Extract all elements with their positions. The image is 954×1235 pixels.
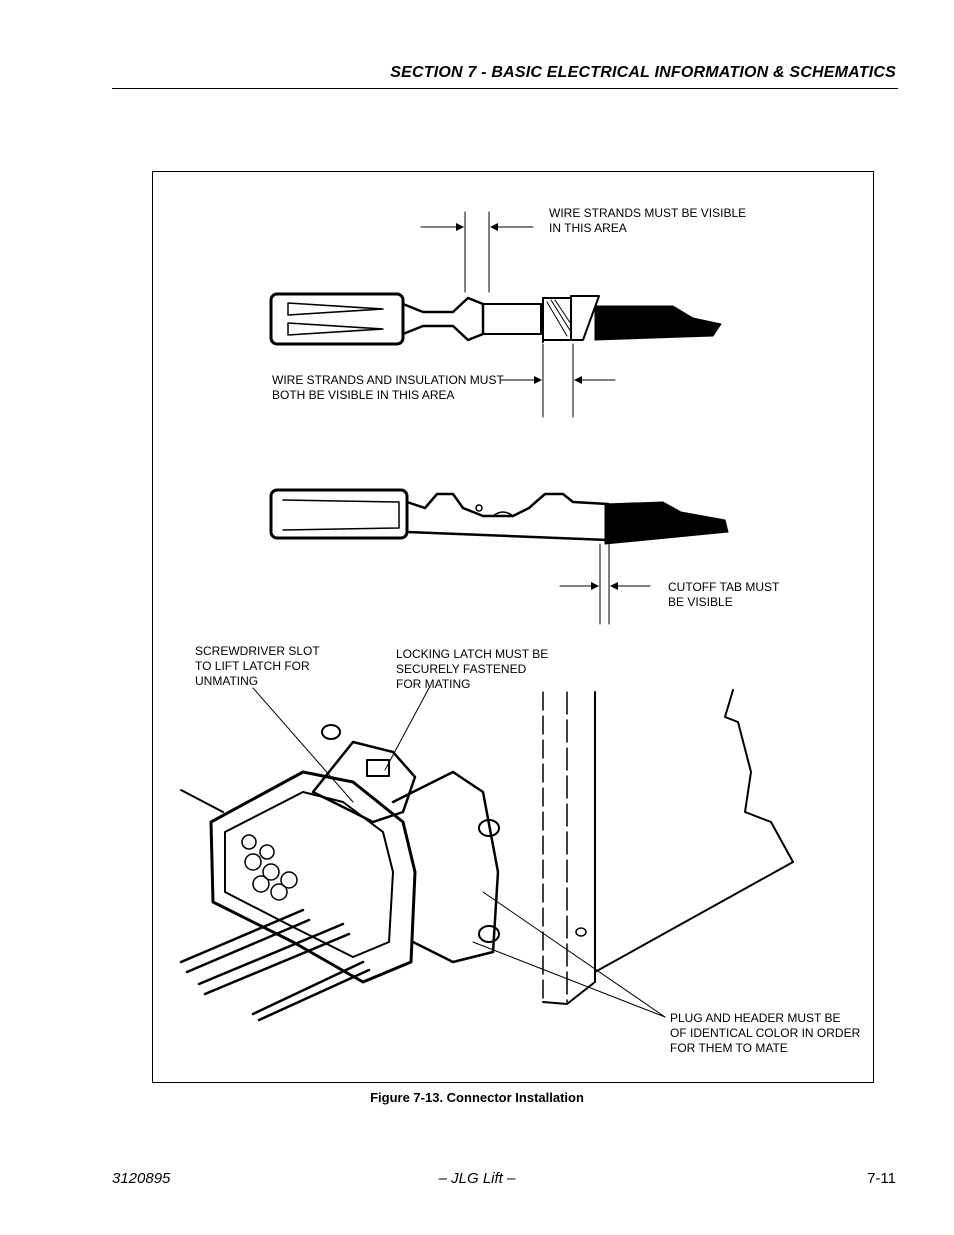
doc-number: 3120895 (112, 1170, 171, 1187)
callout-locking-latch: LOCKING LATCH MUST BE SECURELY FASTENED … (396, 647, 549, 691)
callout-cutoff-tab: CUTOFF TAB MUST BE VISIBLE (668, 580, 780, 609)
callout-wire-strands-visible: WIRE STRANDS MUST BE VISIBLE IN THIS ARE… (549, 206, 747, 235)
crimped-terminal-top (269, 292, 722, 346)
publisher: – JLG Lift – (438, 1170, 516, 1187)
figure-caption: Figure 7-13. Connector Installation (370, 1090, 584, 1105)
connector-assembly (179, 687, 794, 1022)
connector-illustration (179, 211, 794, 1022)
dimension-wire-strands (420, 211, 616, 418)
callout-strands-and-insulation: WIRE STRANDS AND INSULATION MUST BOTH BE… (272, 373, 504, 402)
uncrimped-terminal (269, 488, 729, 545)
header-rule (112, 88, 898, 89)
page-number: 7-11 (867, 1170, 896, 1187)
section-title: SECTION 7 - BASIC ELECTRICAL INFORMATION… (390, 64, 896, 81)
callout-plug-header-color: PLUG AND HEADER MUST BE OF IDENTICAL COL… (670, 1011, 861, 1055)
figure-frame: WIRE STRANDS MUST BE VISIBLE IN THIS ARE… (152, 171, 874, 1083)
dimension-cutoff-tab (559, 543, 651, 625)
callout-screwdriver-slot: SCREWDRIVER SLOT TO LIFT LATCH FOR UNMAT… (195, 644, 320, 688)
